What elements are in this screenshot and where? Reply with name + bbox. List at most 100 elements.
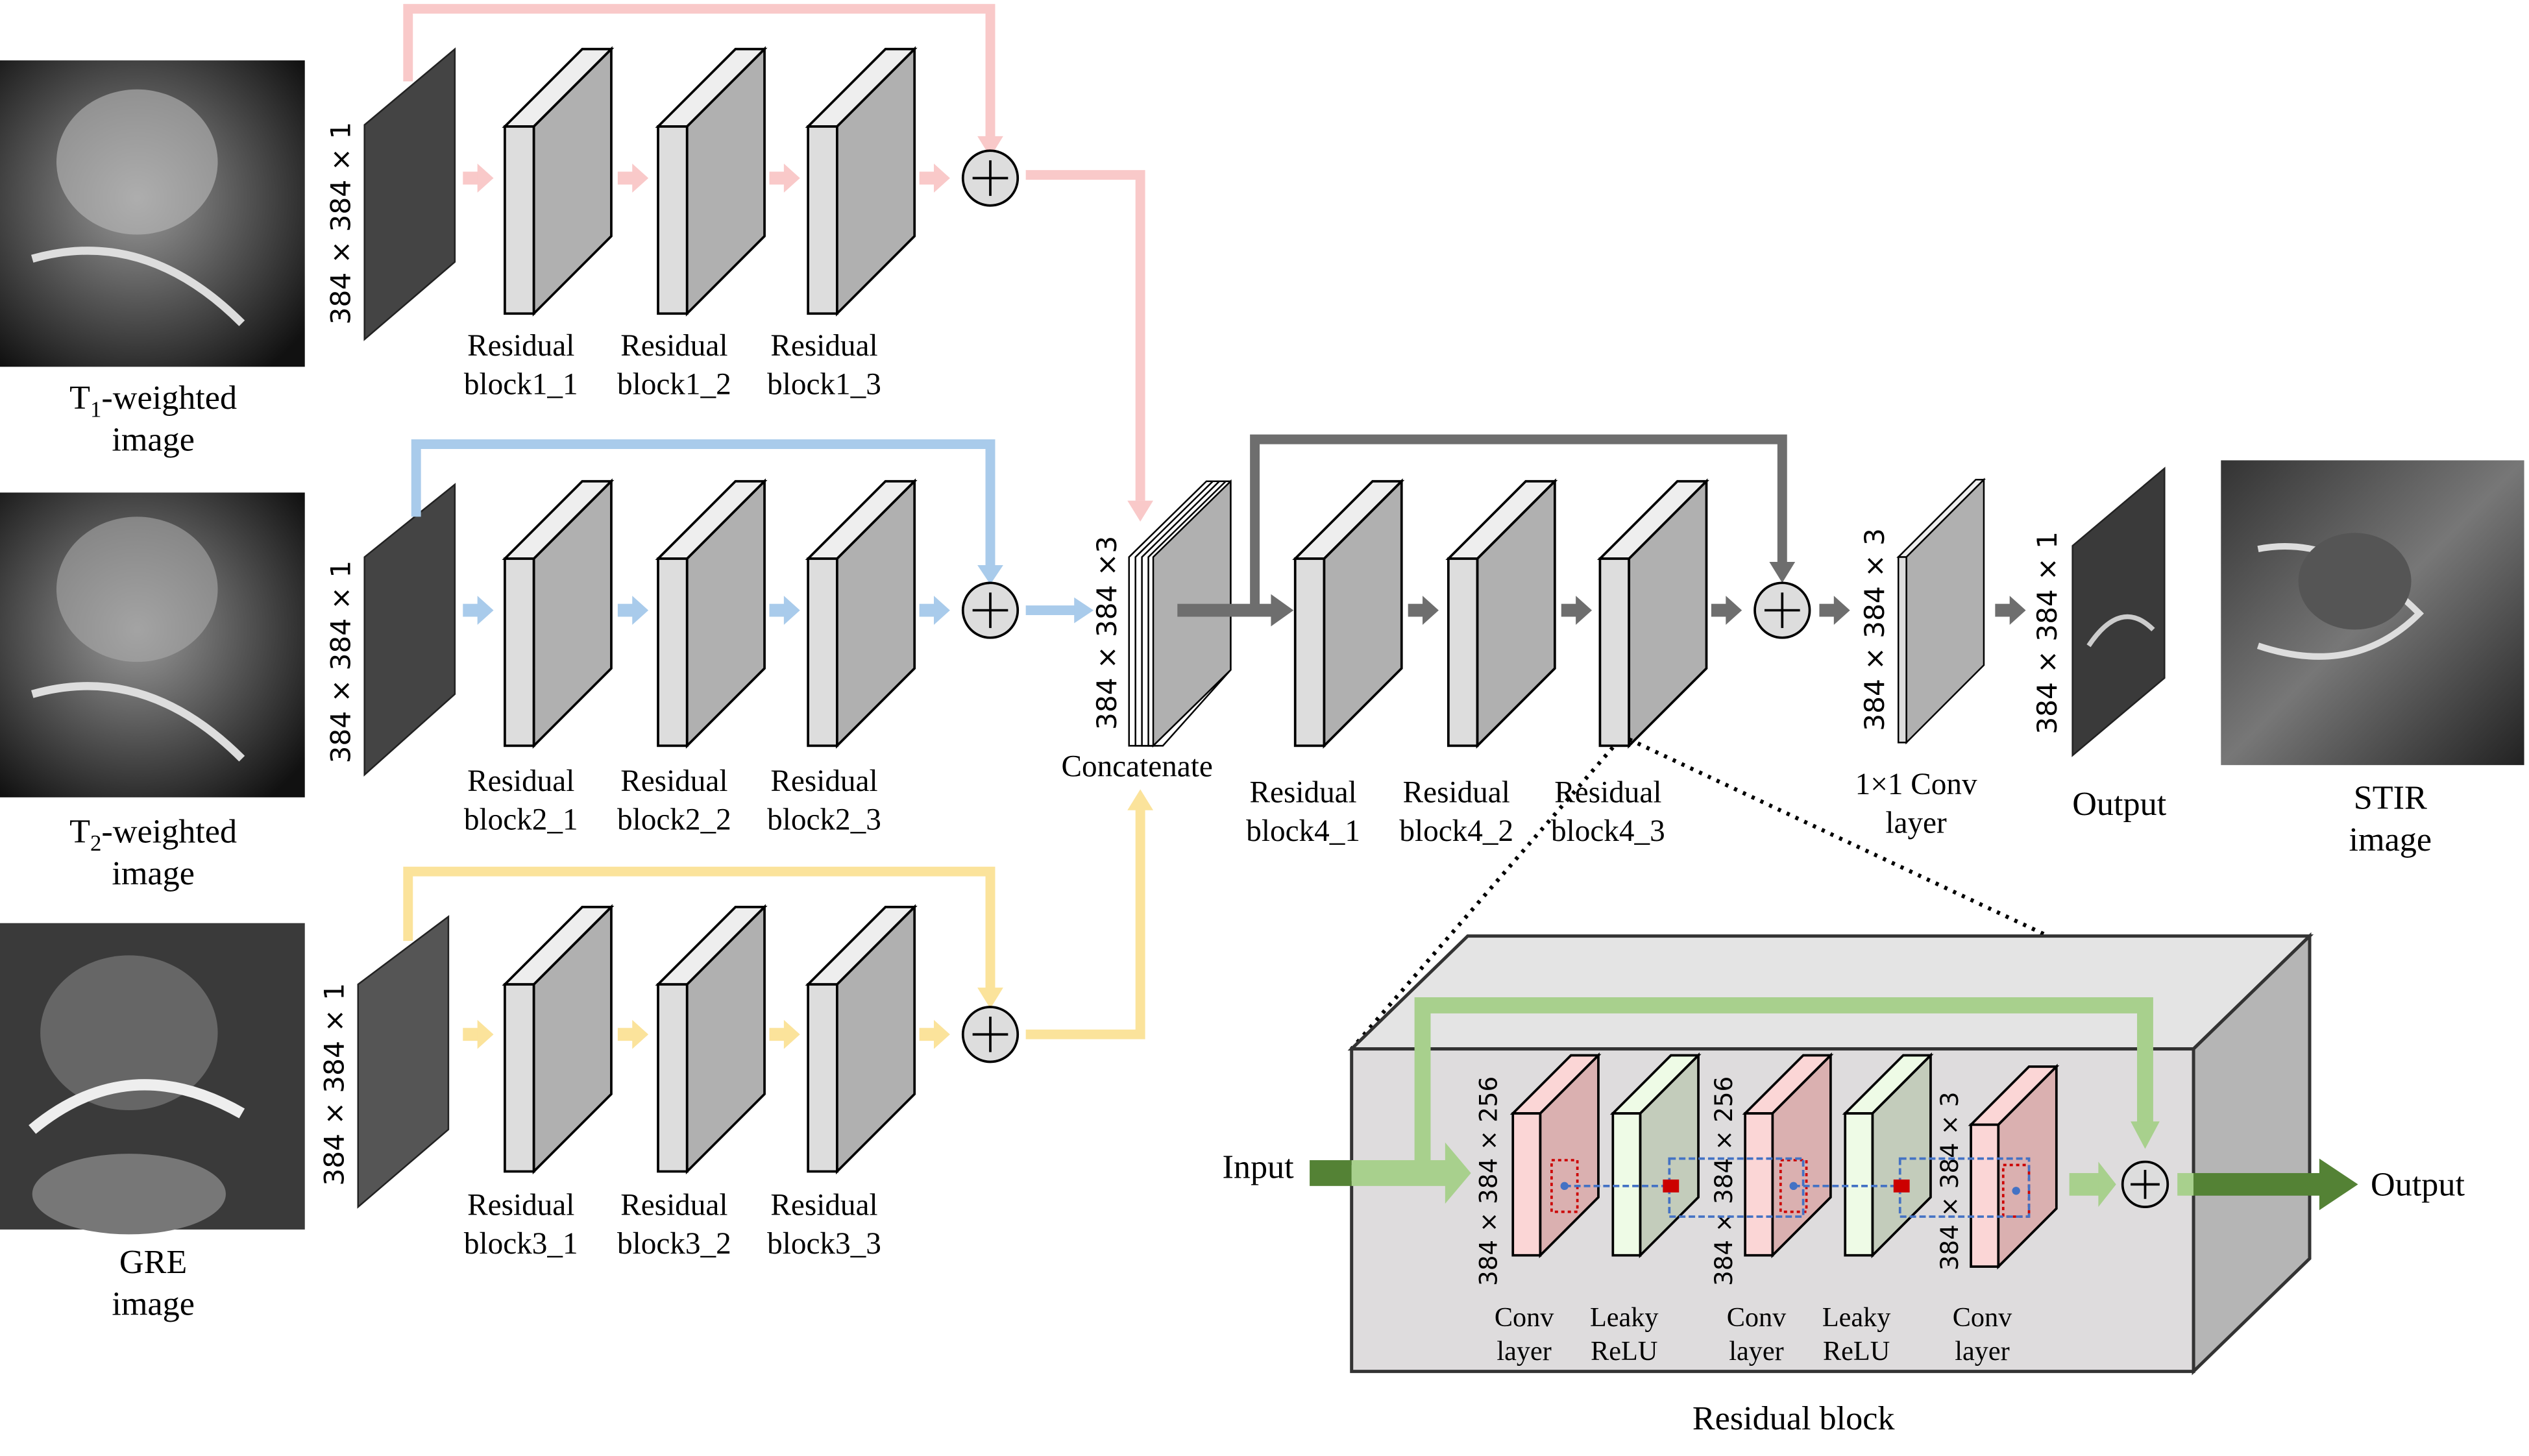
trunk-add-dims: 384 × 384 × 3 (1859, 528, 1890, 731)
block-front (807, 983, 838, 1173)
conv1x1-layer (1896, 478, 1986, 745)
layer-dims: 384 × 384 × 256 (1474, 1076, 1502, 1286)
kernel-icon (1663, 1179, 1680, 1193)
block-front (1598, 557, 1631, 747)
block-side (685, 478, 766, 749)
arrowhead (783, 164, 800, 193)
t1-weighted-image (0, 60, 305, 367)
residual-output-label: Output (2371, 1166, 2465, 1204)
arrowhead (477, 1019, 494, 1049)
arrow (919, 171, 936, 185)
arrowhead (783, 596, 800, 625)
conv1x1-label-line1: 1×1 Conv (1855, 768, 1977, 801)
gre-label: GRE (119, 1243, 187, 1281)
arrowhead (632, 164, 649, 193)
plus-icon (972, 592, 1008, 628)
conv1x1-label-line2: layer (1885, 807, 1947, 840)
block-label: block2_1 (464, 803, 578, 837)
arrowhead (783, 1019, 800, 1049)
arrow (1995, 603, 2012, 617)
t1-to-concat-connection (1025, 170, 1145, 501)
block-label: Residual (620, 1189, 727, 1222)
layer-label: layer (1497, 1336, 1551, 1366)
gre-skip-connection (403, 866, 996, 993)
arrowhead (1271, 594, 1294, 627)
arrowhead (632, 1019, 649, 1049)
stir-label: STIR (2354, 779, 2427, 816)
block-side (685, 904, 766, 1174)
block-side (1628, 478, 1708, 749)
block-label: Residual (620, 764, 727, 798)
block-label: block1_3 (767, 368, 881, 402)
arrow (769, 603, 786, 617)
t1-sublabel: image (112, 421, 195, 459)
add-node (961, 149, 1020, 207)
conv-layer (1509, 1052, 1602, 1259)
block-front (657, 125, 689, 315)
arrowhead (2098, 1161, 2116, 1207)
block-side (1539, 1052, 1600, 1259)
leaky-relu-layer (1842, 1052, 1934, 1259)
block-front (504, 125, 535, 315)
arrowhead (1074, 597, 1094, 624)
arrow (2069, 1172, 2102, 1196)
block-label: Residual (467, 764, 574, 798)
add-node (1753, 581, 1811, 639)
block-side (532, 46, 613, 317)
block-front (1611, 1112, 1642, 1257)
t1-skip-connection (403, 4, 996, 138)
concat-dims: 384 × 384 ×3 (1091, 536, 1123, 730)
block-front (1293, 557, 1326, 747)
output-slice (2071, 467, 2166, 757)
t2-weighted-image (0, 492, 305, 797)
gre-sublabel: image (112, 1285, 195, 1323)
kernel-icon (1893, 1179, 1910, 1193)
layer-label: Conv (1495, 1302, 1554, 1333)
gre-to-concat-connection (1025, 807, 1145, 1039)
arrow (617, 603, 634, 617)
t2-label: T2-weighted (69, 812, 237, 855)
arrow (919, 603, 936, 617)
arrowhead (1769, 562, 1796, 583)
add-node (961, 581, 1020, 639)
t2-input-slice (363, 483, 456, 777)
t1-label: T1-weighted (69, 379, 237, 422)
output-label: Output (2072, 785, 2166, 823)
block-label: block2_3 (767, 803, 881, 837)
residual-block2_1 (502, 478, 615, 749)
arrowhead (477, 596, 494, 625)
block-front (807, 557, 838, 747)
block-side (836, 478, 916, 749)
block-label: Residual (770, 1189, 877, 1222)
arrowhead (1127, 500, 1154, 522)
layer-label: ReLU (1591, 1336, 1657, 1366)
input-arrow (1310, 1160, 1352, 1186)
block-label: block3_1 (464, 1227, 578, 1261)
block-front (1970, 1123, 2000, 1268)
block-front (1744, 1112, 1774, 1257)
block-side (836, 904, 916, 1174)
block-front (1844, 1112, 1874, 1257)
layer-label: Leaky (1590, 1302, 1659, 1333)
block-label: Residual (1554, 775, 1661, 809)
arrow (919, 1028, 936, 1041)
layer-label: Conv (1953, 1302, 2012, 1333)
plus-icon (972, 160, 1008, 196)
arrowhead (1423, 596, 1439, 625)
t2-skip-connection (411, 439, 996, 568)
block-side (532, 478, 613, 749)
block-side (1476, 478, 1556, 749)
arrow (617, 171, 634, 185)
block-label: block4_1 (1246, 814, 1360, 848)
concatenate-label: Concatenate (1061, 750, 1212, 784)
layer-label: Leaky (1822, 1302, 1891, 1333)
trunk-skip-connection (1250, 434, 1787, 611)
block-label: block3_3 (767, 1227, 881, 1261)
arrowhead (977, 136, 1003, 158)
block-label: Residual (620, 329, 727, 363)
block-front (657, 557, 689, 747)
residual-block4_1 (1292, 478, 1405, 749)
layer-label: Conv (1727, 1302, 1787, 1333)
arrowhead (934, 596, 950, 625)
